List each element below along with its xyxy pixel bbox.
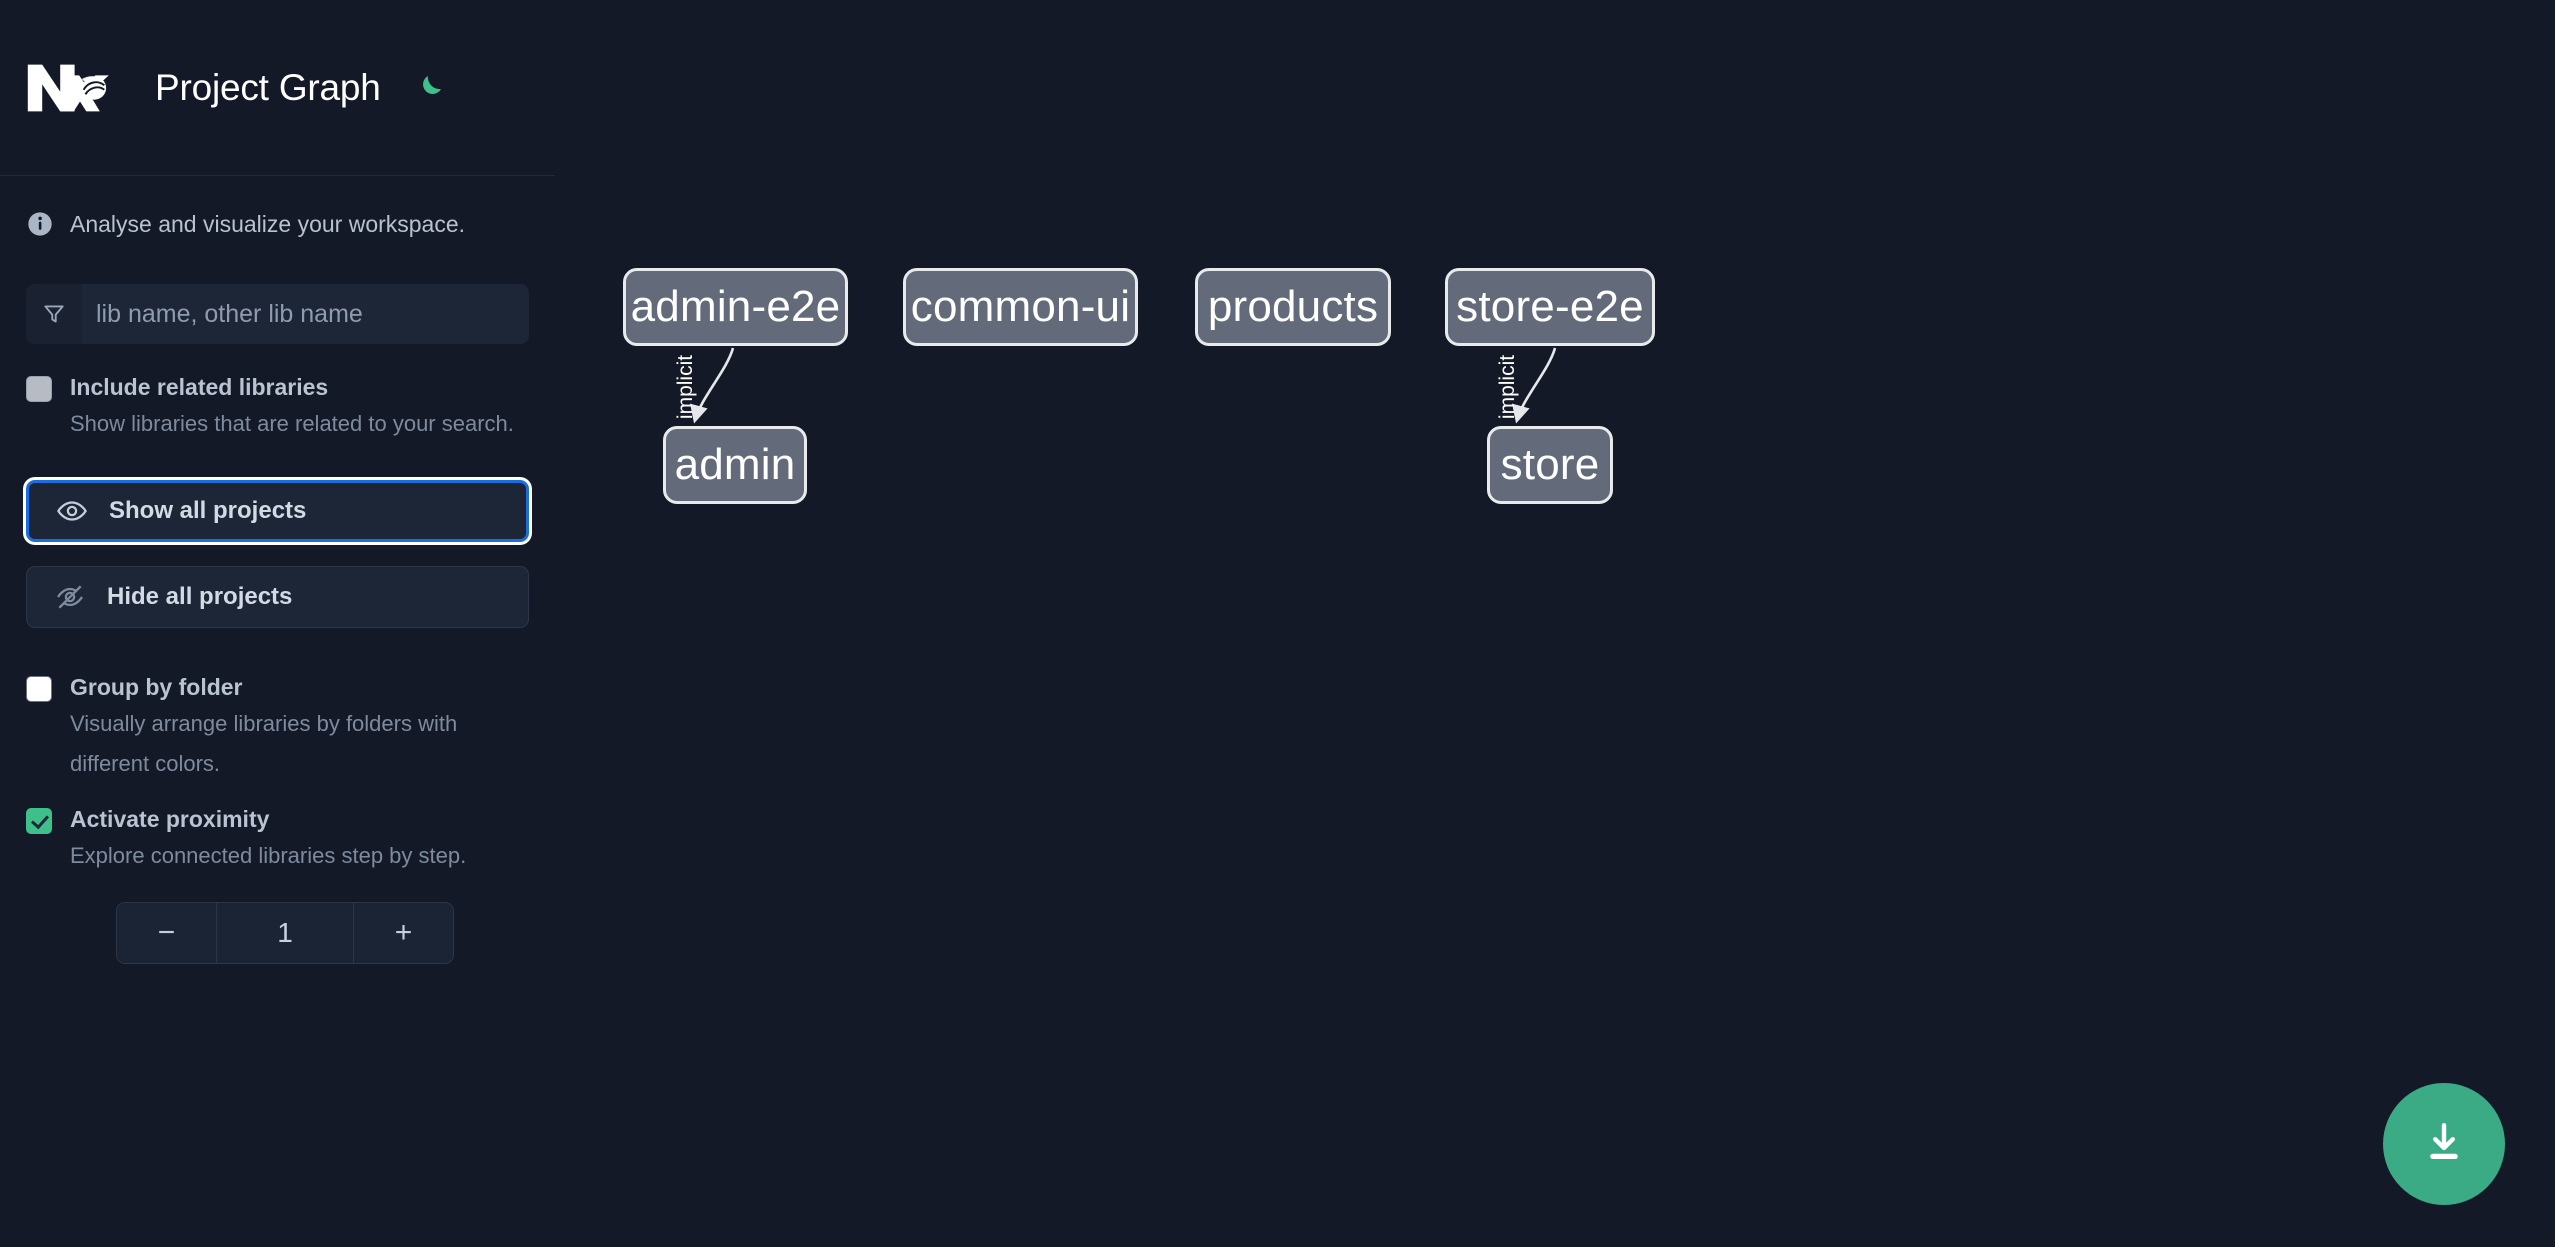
option-include-related-libraries: Include related libraries Show libraries… (0, 344, 555, 444)
proximity-value: 1 (217, 903, 353, 963)
include-related-libraries-label: Include related libraries (70, 374, 329, 400)
eye-icon (55, 494, 89, 528)
graph-node-admin-e2e[interactable]: admin-e2e (623, 268, 848, 346)
graph-node-products[interactable]: products (1195, 268, 1391, 346)
search-input[interactable] (82, 284, 529, 344)
edge-label-store-e2e-to-store: implicit (1496, 354, 1520, 420)
group-by-folder-description: Visually arrange libraries by folders wi… (70, 711, 458, 776)
graph-node-admin[interactable]: admin (663, 426, 807, 504)
group-by-folder-label: Group by folder (70, 674, 243, 700)
group-by-folder-checkbox[interactable] (26, 676, 52, 702)
download-icon (2420, 1118, 2468, 1171)
nx-logo-icon (26, 59, 116, 117)
activate-proximity-description: Explore connected libraries step by step… (70, 843, 467, 868)
proximity-stepper: − 1 + (116, 902, 454, 964)
hide-all-projects-button[interactable]: Hide all projects (26, 566, 529, 628)
info-text: Analyse and visualize your workspace. (70, 210, 466, 237)
sidebar-header: Project Graph (0, 0, 555, 176)
option-group-by-folder: Group by folder Visually arrange librari… (0, 628, 555, 784)
sidebar: Project Graph Analyse and visualize your… (0, 0, 555, 1247)
download-image-button[interactable] (2383, 1083, 2505, 1205)
activate-proximity-label: Activate proximity (70, 806, 270, 832)
graph-node-store[interactable]: store (1487, 426, 1613, 504)
graph-node-common-ui[interactable]: common-ui (903, 268, 1138, 346)
activate-proximity-checkbox[interactable] (26, 808, 52, 834)
proximity-decrement-button[interactable]: − (117, 903, 217, 963)
workspace-info: Analyse and visualize your workspace. (0, 176, 555, 238)
show-all-projects-label: Show all projects (109, 497, 307, 524)
eye-off-icon (53, 580, 87, 614)
option-activate-proximity: Activate proximity Explore connected lib… (0, 784, 555, 876)
proximity-increment-button[interactable]: + (353, 903, 453, 963)
graph-node-store-e2e[interactable]: store-e2e (1445, 268, 1655, 346)
moon-icon[interactable] (409, 68, 449, 108)
show-all-projects-button[interactable]: Show all projects (26, 480, 529, 542)
include-related-libraries-description: Show libraries that are related to your … (70, 411, 514, 436)
filter-icon (26, 284, 82, 344)
edge-label-admin-e2e-to-admin: implicit (674, 354, 698, 420)
include-related-libraries-checkbox[interactable] (26, 376, 52, 402)
info-icon (26, 210, 54, 238)
hide-all-projects-label: Hide all projects (107, 583, 293, 610)
search-field[interactable] (26, 284, 529, 344)
graph-canvas[interactable]: implicit implicit admin-e2e common-ui pr… (555, 0, 2555, 1247)
page-title: Project Graph (155, 66, 381, 108)
